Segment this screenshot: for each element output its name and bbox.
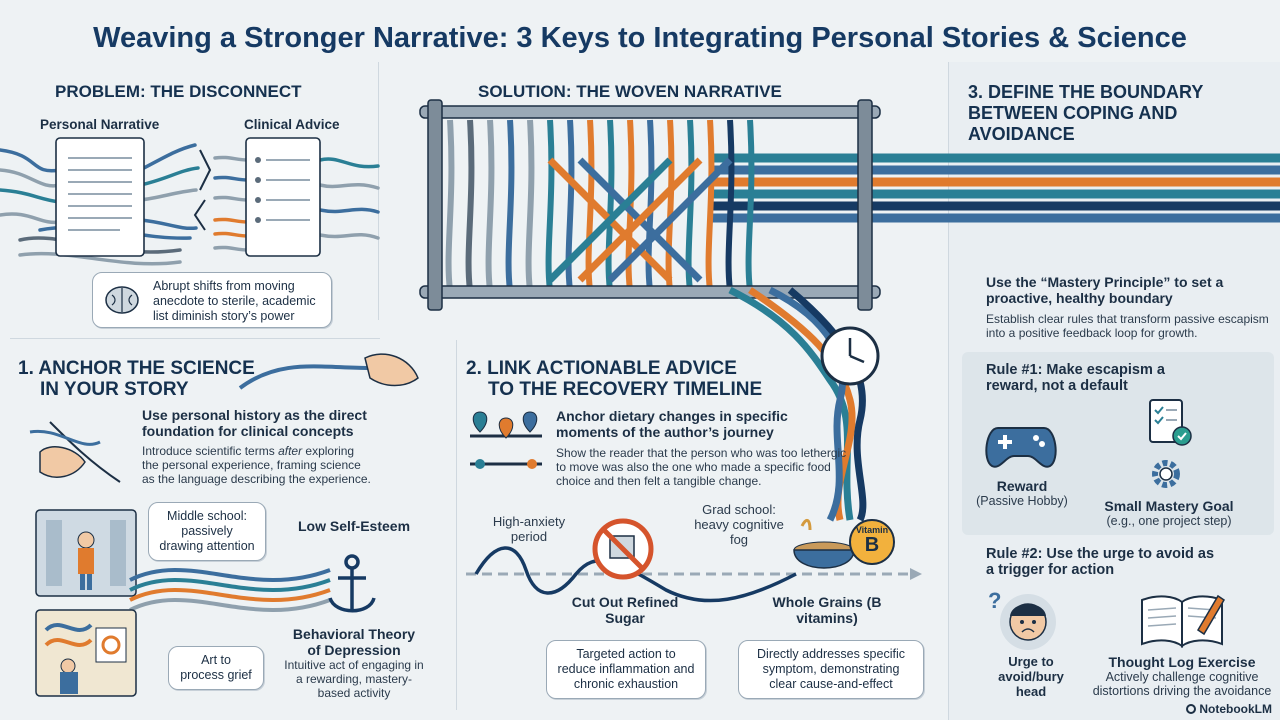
reward-label: Reward <box>996 478 1048 494</box>
low-self-esteem-label: Low Self-Esteem <box>298 518 411 534</box>
open-book-pencil-icon <box>1141 594 1226 648</box>
woven-loom-illustration <box>419 99 1280 522</box>
rule2-title: Rule #2: Use the urge to avoid as a trig… <box>986 546 1215 578</box>
gear-icon <box>1152 460 1180 488</box>
link-heading: 2. LINK ACTIONABLE ADVICE TO THE RECOVER… <box>466 358 763 400</box>
anchor-heading: 1. ANCHOR THE SCIENCE IN YOUR STORY <box>18 358 255 400</box>
behavioral-theory-title: Behavioral Theory of Depression <box>292 626 416 658</box>
gamepad-icon <box>985 427 1057 468</box>
mastery-goal-label: Small Mastery Goal <box>1104 498 1234 514</box>
link-body: Show the reader that the person who was … <box>556 446 847 488</box>
divider-left <box>378 62 379 320</box>
disconnect-illustration <box>0 137 380 266</box>
middle-school-callout: Middle school: passively drawing attenti… <box>148 502 266 561</box>
painting-illustration <box>35 609 137 697</box>
mastery-goal-sub: (e.g., one project step) <box>1106 514 1232 528</box>
grad-school-label: Grad school: heavy cognitive fog <box>694 502 784 547</box>
high-anxiety-label: High-anxiety period <box>492 514 566 544</box>
reward-sub: (Passive Hobby) <box>976 494 1068 508</box>
hand-thread-icon <box>238 353 419 390</box>
targeted-action-callout: Targeted action to reduce inflammation a… <box>546 640 706 699</box>
anchor-body: Introduce scientific terms after explori… <box>142 444 371 486</box>
thought-log-body: Actively challenge cognitive distortions… <box>1092 670 1272 698</box>
art-callout: Art to process grief <box>168 646 264 690</box>
boundary-subhead: Use the “Mastery Principle” to set a pro… <box>986 274 1224 306</box>
hallway-illustration <box>35 509 137 597</box>
divider-right <box>948 62 949 720</box>
divider-problem <box>10 338 380 339</box>
vitamin-letter: B <box>864 534 880 556</box>
urge-label: Urge to avoid/bury head <box>998 654 1064 699</box>
timeline-pins-icon <box>470 411 542 469</box>
thought-log-title: Thought Log Exercise <box>1108 654 1256 670</box>
rule1-title: Rule #1: Make escapism a reward, not a d… <box>986 362 1165 394</box>
threads-to-anchor <box>129 554 376 613</box>
recovery-timeline <box>466 546 922 603</box>
no-sugar-icon <box>592 518 654 580</box>
cut-out-sugar-label: Cut Out Refined Sugar <box>571 594 679 626</box>
boundary-heading: 3. DEFINE THE BOUNDARY BETWEEN COPING AN… <box>968 82 1204 144</box>
brain-icon <box>105 286 139 314</box>
personal-narrative-label: Personal Narrative <box>40 117 160 132</box>
divider-mid <box>456 340 457 710</box>
page-title: Weaving a Stronger Narrative: 3 Keys to … <box>93 22 1187 54</box>
problem-heading: PROBLEM: THE DISCONNECT <box>55 82 302 101</box>
worried-face-icon: ? <box>988 588 1056 650</box>
needle-hand-icon <box>29 421 121 483</box>
solution-heading: SOLUTION: THE WOVEN NARRATIVE <box>478 82 782 101</box>
svg-text:?: ? <box>988 588 1001 613</box>
anchor-subhead: Use personal history as the direct found… <box>142 407 367 439</box>
vitamin-label: Vitamin <box>855 525 889 535</box>
link-subhead: Anchor dietary changes in specific momen… <box>556 408 788 440</box>
notebooklm-logo-icon <box>1186 704 1197 714</box>
notebooklm-brand: NotebookLM <box>1186 702 1272 716</box>
clinical-advice-label: Clinical Advice <box>244 117 340 132</box>
vitamin-b-badge <box>849 519 895 565</box>
cause-effect-callout: Directly addresses specific symptom, dem… <box>738 640 924 699</box>
whole-grains-label: Whole Grains (B vitamins) <box>772 594 882 626</box>
checklist-icon <box>1149 399 1192 446</box>
boundary-body: Establish clear rules that transform pas… <box>986 312 1269 340</box>
behavioral-theory-body: Intuitive act of engaging in a rewarding… <box>284 658 424 700</box>
